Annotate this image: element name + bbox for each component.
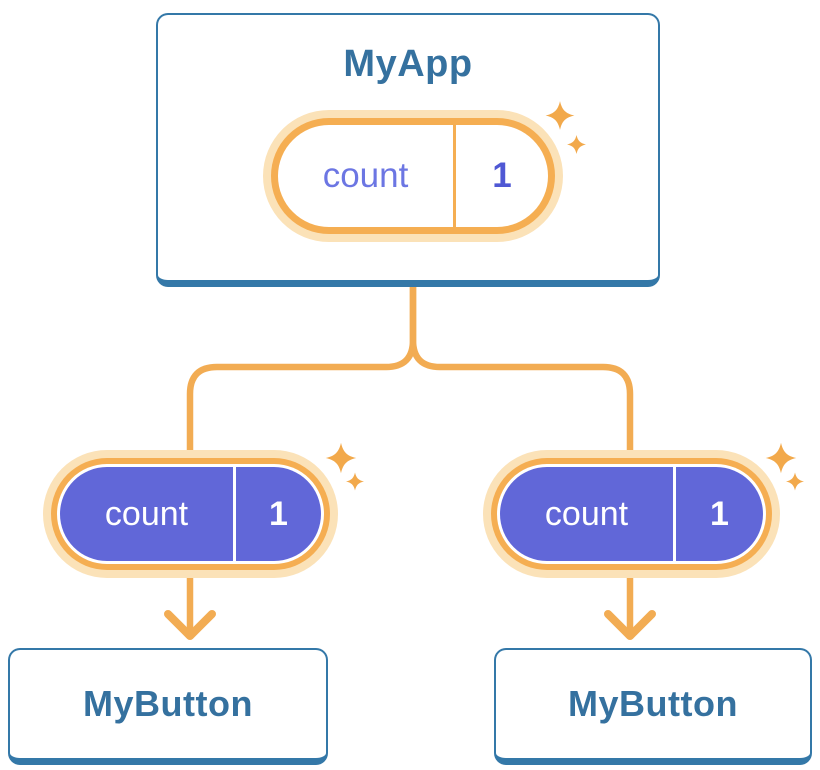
pill-ring: count 1 [491,458,772,570]
state-value: 1 [710,494,729,533]
state-value: 1 [492,156,512,195]
arrow-down-icon [604,610,656,640]
state-pill-child-left: count 1 [43,450,338,578]
pill-divider [673,467,676,561]
pill-fill: count 1 [60,467,321,561]
pill-divider [453,125,456,227]
arrow-down-icon [164,610,216,640]
state-label: count [104,494,189,533]
connector-branch-right [409,280,634,636]
pill-body: count 1 [57,464,324,564]
state-label: count [322,156,409,195]
state-pill-child-right: count 1 [483,450,780,578]
state-pill-parent: count 1 [263,110,563,242]
state-value: 1 [269,494,288,533]
sparkle-icon [346,472,364,491]
component-card-mybutton-left: MyButton [8,648,328,765]
component-card-mybutton-right: MyButton [494,648,812,765]
pill-fill: count 1 [500,467,763,561]
component-title: MyApp [343,43,473,85]
component-title: MyButton [568,683,738,724]
pill-ring: count 1 [51,458,330,570]
pill-body: count 1 [278,125,548,227]
sparkle-icon [545,101,575,130]
pill-body: count 1 [497,464,766,564]
sparkle-icon [567,135,586,154]
sparkle-icon [786,472,804,491]
sparkle-icon [765,442,797,474]
pill-ring: count 1 [271,118,555,234]
pill-divider [233,467,236,561]
sparkle-icon [325,442,357,474]
state-label: count [544,494,629,533]
component-title: MyButton [83,683,253,724]
